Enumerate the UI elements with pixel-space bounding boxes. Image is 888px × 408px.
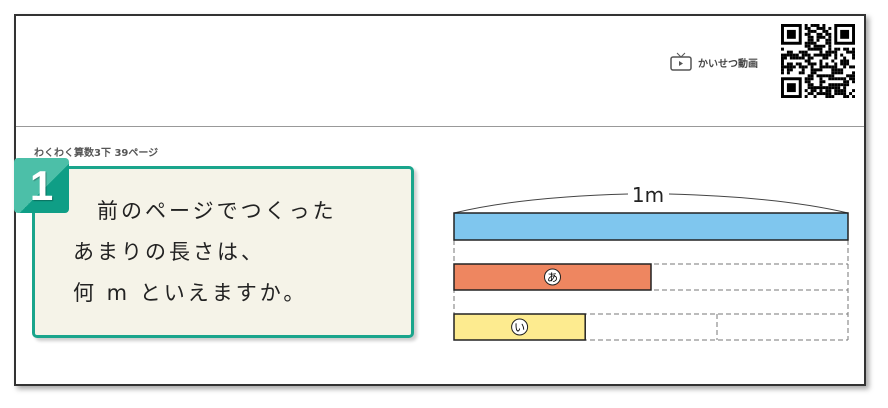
question-line: 何 m といえますか。 bbox=[73, 281, 308, 305]
bar-a-badge bbox=[544, 268, 561, 286]
question-line: あまりの長さは、 bbox=[73, 240, 265, 264]
qr-code[interactable] bbox=[781, 24, 855, 98]
question-number: 1 bbox=[14, 158, 69, 213]
explanation-video-link[interactable]: かいせつ動画 bbox=[670, 52, 758, 72]
textbook-reference: わくわく算数3下 39ページ bbox=[34, 148, 159, 159]
question-line: 前のページでつくった bbox=[73, 199, 337, 223]
divider bbox=[16, 126, 864, 127]
tv-play-icon bbox=[670, 52, 692, 71]
question-text: 前のページでつくった あまりの長さは、 何 m といえますか。 bbox=[73, 191, 337, 314]
total-brace bbox=[453, 193, 849, 214]
question-box: 前のページでつくった あまりの長さは、 何 m といえますか。 bbox=[32, 166, 414, 338]
total-label: 1m bbox=[632, 183, 664, 207]
bar-a-label: あ bbox=[547, 271, 558, 284]
video-label: かいせつ動画 bbox=[698, 58, 758, 70]
total-bar bbox=[453, 212, 849, 241]
bar-i-badge bbox=[511, 318, 529, 336]
bar-i-label: い bbox=[514, 321, 525, 334]
